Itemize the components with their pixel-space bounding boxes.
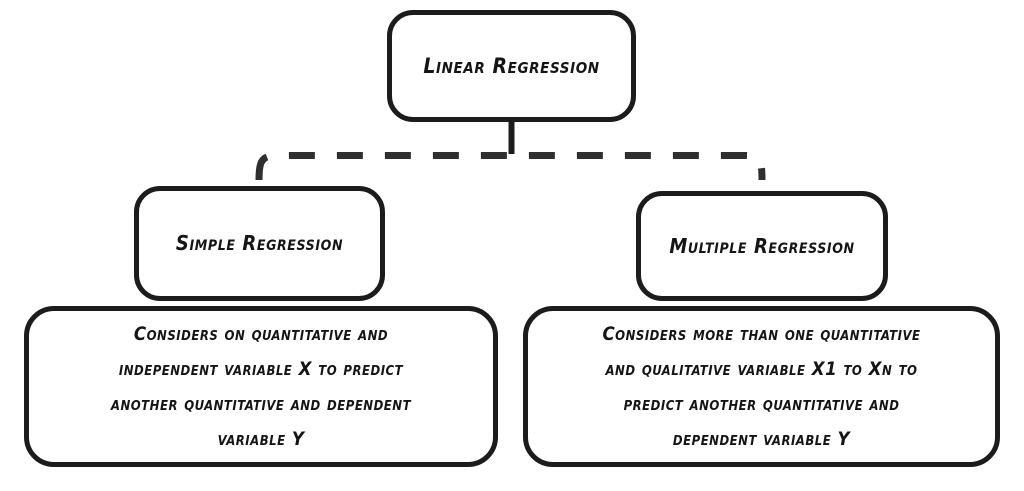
node-multiple-regression[interactable]: Multiple Regression bbox=[636, 191, 888, 301]
description-simple-regression-text: Considers on quantitative and independen… bbox=[110, 323, 412, 450]
node-linear-regression[interactable]: Linear Regression bbox=[387, 10, 636, 122]
node-simple-regression-label: Simple Regression bbox=[175, 231, 344, 255]
description-simple-regression: Considers on quantitative and independen… bbox=[24, 306, 498, 467]
node-multiple-regression-label: Multiple Regression bbox=[669, 233, 855, 258]
description-multiple-regression-text: Considers more than one quantitative and… bbox=[602, 323, 921, 450]
node-linear-regression-label: Linear Regression bbox=[423, 53, 600, 78]
node-simple-regression[interactable]: Simple Regression bbox=[134, 186, 385, 301]
description-multiple-regression: Considers more than one quantitative and… bbox=[523, 306, 1000, 467]
connector-dashed-bus bbox=[255, 152, 766, 181]
